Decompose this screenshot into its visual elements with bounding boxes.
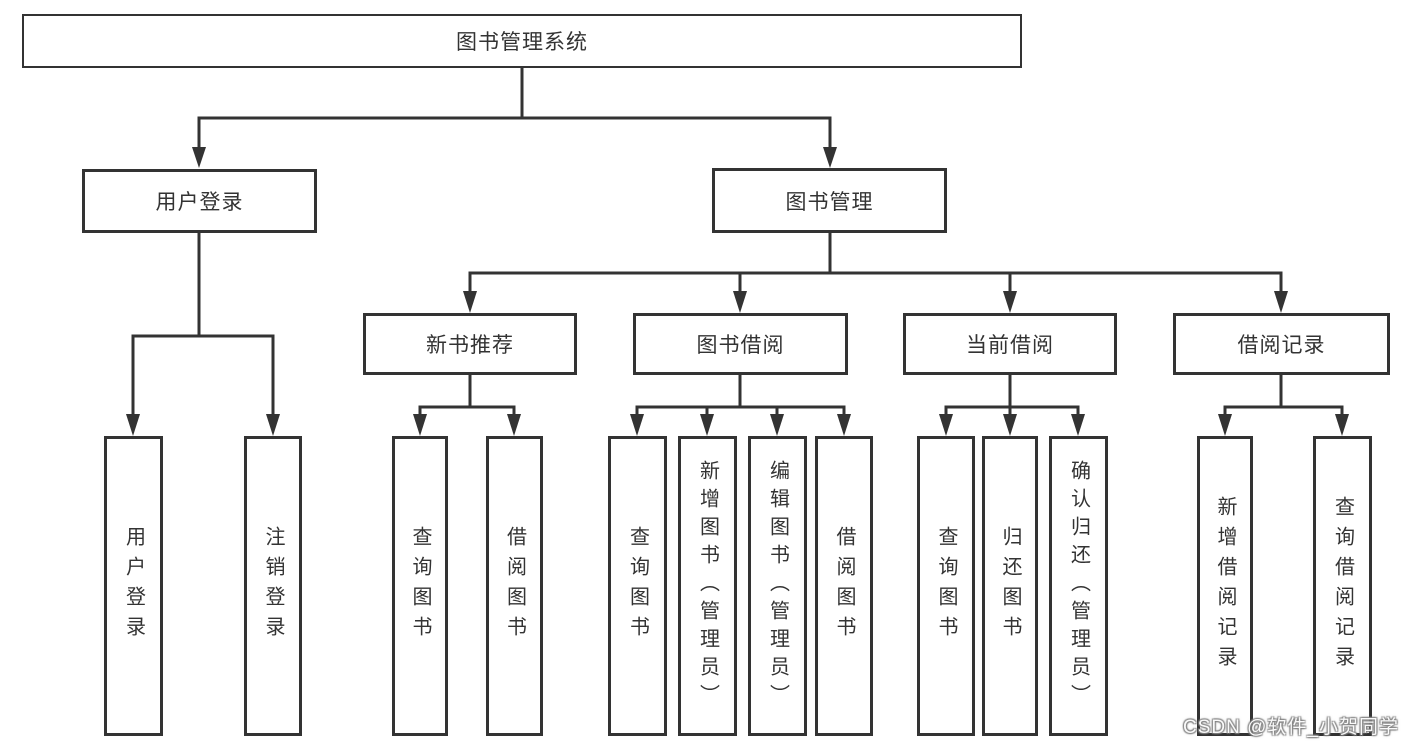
node-new-book-recommend-label: 新书推荐	[426, 334, 514, 357]
connector-userlogin-to-leaves	[126, 230, 280, 436]
node-current-borrowing: 当前借阅	[903, 313, 1117, 375]
leaf-user-login: 用户登录	[104, 436, 163, 736]
leaf-add-book-admin-label: 新增图书（管理员）	[696, 460, 719, 712]
connector-borrowrecords-to-leaves	[1218, 372, 1349, 436]
node-user-login: 用户登录	[82, 169, 317, 233]
leaf-query-borrow-record: 查询借阅记录	[1313, 436, 1372, 736]
node-borrowing-records-label: 借阅记录	[1237, 334, 1326, 357]
connector-newbook-to-leaves	[413, 372, 521, 436]
leaf-return-books: 归还图书	[982, 436, 1038, 736]
leaf-edit-book-admin: 编辑图书（管理员）	[748, 436, 807, 736]
leaf-add-borrow-record-label: 新增借阅记录	[1214, 496, 1236, 676]
leaf-borrow-books-borrowing-label: 借阅图书	[833, 526, 855, 646]
leaf-logout: 注销登录	[244, 436, 302, 736]
leaf-return-books-label: 归还图书	[999, 526, 1021, 646]
node-book-borrowing-label: 图书借阅	[696, 334, 785, 357]
connector-root-to-level2	[192, 65, 837, 168]
leaf-query-books-recommend: 查询图书	[392, 436, 448, 736]
leaf-query-books-current-label: 查询图书	[935, 526, 957, 646]
csdn-watermark: CSDN @软件_小贺同学	[1183, 717, 1399, 738]
connector-bookmgmt-to-level3	[463, 230, 1288, 313]
leaf-add-book-admin: 新增图书（管理员）	[678, 436, 737, 736]
node-book-borrowing: 图书借阅	[633, 313, 848, 375]
node-current-borrowing-label: 当前借阅	[966, 334, 1054, 357]
leaf-query-books-borrowing: 查询图书	[608, 436, 667, 736]
leaf-borrow-books-borrowing: 借阅图书	[815, 436, 873, 736]
connector-currentborrow-to-leaves	[939, 372, 1085, 436]
node-new-book-recommend: 新书推荐	[363, 313, 577, 375]
leaf-user-login-label: 用户登录	[122, 526, 145, 646]
node-root: 图书管理系统	[22, 14, 1022, 68]
leaf-add-borrow-record: 新增借阅记录	[1197, 436, 1253, 736]
node-root-label: 图书管理系统	[456, 31, 588, 54]
leaf-query-books-borrowing-label: 查询图书	[626, 526, 649, 646]
leaf-edit-book-admin-label: 编辑图书（管理员）	[766, 460, 789, 712]
leaf-query-borrow-record-label: 查询借阅记录	[1331, 496, 1354, 676]
connector-bookborrow-to-leaves	[630, 372, 851, 436]
leaf-query-books-current: 查询图书	[917, 436, 975, 736]
node-borrowing-records: 借阅记录	[1173, 313, 1390, 375]
leaf-query-books-recommend-label: 查询图书	[409, 526, 431, 646]
node-book-management-label: 图书管理	[785, 190, 874, 214]
leaf-borrow-books-recommend: 借阅图书	[486, 436, 543, 736]
leaf-borrow-books-recommend-label: 借阅图书	[503, 526, 526, 646]
node-user-login-label: 用户登录	[155, 191, 244, 214]
leaf-confirm-return-admin-label: 确认归还（管理员）	[1067, 460, 1090, 712]
leaf-confirm-return-admin: 确认归还（管理员）	[1049, 436, 1108, 736]
node-book-management: 图书管理	[712, 168, 947, 233]
leaf-logout-label: 注销登录	[262, 526, 284, 646]
